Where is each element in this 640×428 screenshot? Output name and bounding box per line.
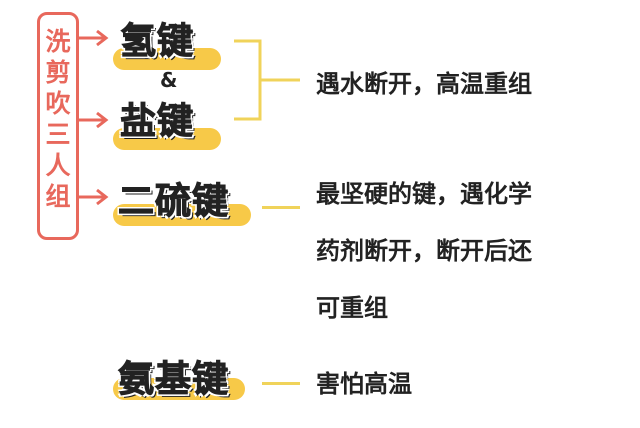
connector-ampersand: & [160,68,178,92]
bond-salt: 盐键 [119,101,195,143]
highlight-bar [113,128,221,150]
description-amino: 害怕高温 [316,370,412,398]
bond-disulfide: 二硫键 [117,181,230,223]
description-line: 可重组 [316,294,388,322]
description-disulfide: 最坚硬的键，遇化学 药剂断开，断开后还 可重组 [316,166,532,337]
group-box [37,12,79,240]
description-line: 最坚硬的键，遇化学 [316,180,532,208]
connector-line [262,382,300,385]
bond-amino: 氨基键 [117,359,230,401]
arrow-icon [79,29,109,47]
description-hydrogen-salt: 遇水断开，高温重组 [316,70,532,98]
description-line: 药剂断开，断开后还 [316,237,532,265]
group-label: 洗剪吹三人组 [45,27,71,211]
arrow-icon [79,111,109,129]
connector-line [262,206,300,209]
bracket [234,39,300,121]
bond-hydrogen: 氢键 [119,21,195,63]
highlight-bar [113,378,245,400]
highlight-bar [113,48,221,70]
highlight-bar [113,204,251,226]
arrow-icon [79,188,109,206]
